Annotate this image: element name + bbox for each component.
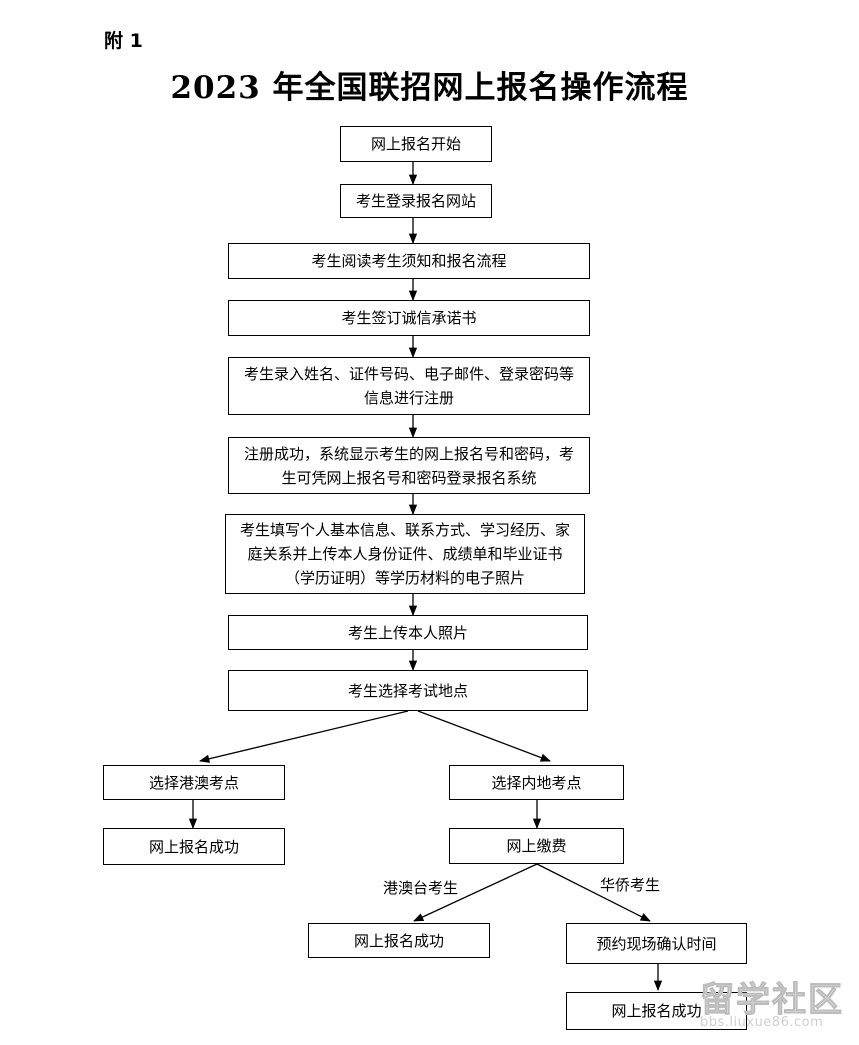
step-login-site: 考生登录报名网站 [340, 184, 492, 218]
step-online-payment: 网上缴费 [449, 828, 624, 864]
step-overseas-registration-success: 网上报名成功 [566, 992, 747, 1030]
arrow-s9-hk [198, 710, 409, 763]
edge-label-overseas-chinese: 华侨考生 [600, 876, 661, 894]
watermark-logo: 留学社区 [700, 980, 844, 1021]
step-select-hk-macau-site: 选择港澳考点 [103, 765, 285, 800]
edge-label-hk-macau-taiwan: 港澳台考生 [383, 879, 459, 897]
step-registration-success: 注册成功，系统显示考生的网上报名号和密码，考生可凭网上报名号和密码登录报名系统 [228, 437, 590, 494]
step-sign-pledge: 考生签订诚信承诺书 [228, 300, 590, 336]
step-select-exam-site: 考生选择考试地点 [228, 670, 588, 711]
watermark: 留学社区 bbs.liuxue86.com [700, 972, 844, 1031]
step-hkt-registration-success: 网上报名成功 [308, 923, 490, 958]
step-upload-photo: 考生上传本人照片 [228, 615, 588, 650]
arrow-pay-hkt [413, 863, 538, 922]
step-book-onsite-confirmation: 预约现场确认时间 [566, 923, 747, 964]
step-select-mainland-site: 选择内地考点 [449, 765, 624, 800]
step-registration-start: 网上报名开始 [340, 126, 492, 162]
arrow-s9-ml [417, 710, 551, 762]
step-register-info: 考生录入姓名、证件号码、电子邮件、登录密码等信息进行注册 [228, 357, 590, 415]
arrow-pay-overseas [536, 863, 651, 922]
step-read-notice: 考生阅读考生须知和报名流程 [228, 243, 590, 279]
page-title: 2023 年全国联招网上报名操作流程 [170, 70, 689, 106]
step-fill-personal-info: 考生填写个人基本信息、联系方式、学习经历、家庭关系并上传本人身份证件、成绩单和毕… [225, 514, 585, 594]
step-hk-registration-success: 网上报名成功 [103, 828, 285, 865]
watermark-url: bbs.liuxue86.com [700, 1015, 824, 1030]
annex-label: 附 1 [104, 30, 143, 52]
